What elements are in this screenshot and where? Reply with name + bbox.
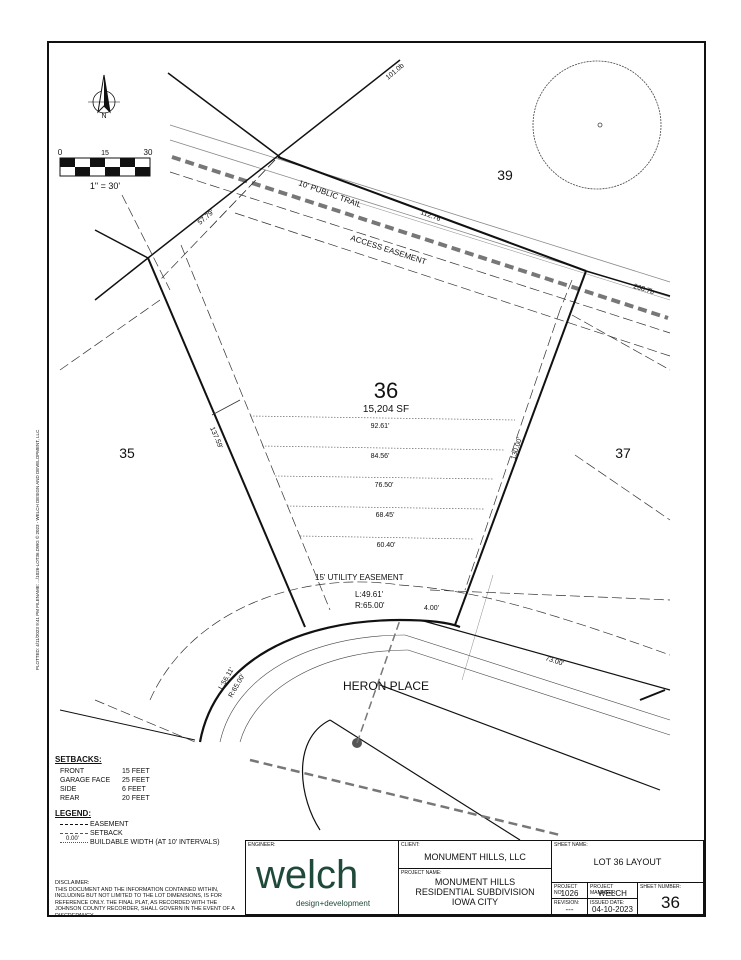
tree-canopy xyxy=(532,60,662,190)
scale-ratio: 1" = 30' xyxy=(90,181,120,191)
utility-easement-label: 15' UTILITY EASEMENT xyxy=(315,573,404,582)
setbacks-title: SETBACKS: xyxy=(55,755,102,764)
sheet-name: LOT 36 LAYOUT xyxy=(593,857,662,867)
project-line-2: RESIDENTIAL SUBDIVISION xyxy=(415,887,535,897)
dim-7300: 73.00' xyxy=(544,655,564,667)
buildable-width-4: 68.45' xyxy=(376,512,395,519)
project-cell: PROJECT NAME: MONUMENT HILLS RESIDENTIAL… xyxy=(399,869,552,915)
svg-text:15: 15 xyxy=(101,150,109,157)
dim-2687: 268.7b xyxy=(632,283,655,296)
svg-text:30: 30 xyxy=(144,148,153,157)
buildable-width-3: 76.50' xyxy=(375,482,394,489)
buildable-width-2: 84.56' xyxy=(371,453,390,460)
street-name: HERON PLACE xyxy=(343,679,429,693)
title-block: ENGINEER: welch design+development CLIEN… xyxy=(245,840,704,915)
disclaimer: DISCLAIMER: THIS DOCUMENT AND THE INFORM… xyxy=(55,880,235,919)
sheet-name-cell: SHEET NAME: LOT 36 LAYOUT xyxy=(552,841,704,883)
svg-text:0: 0 xyxy=(58,148,63,157)
lot-number: 36 xyxy=(374,378,398,403)
client-cell: CLIENT: MONUMENT HILLS, LLC xyxy=(399,841,552,869)
revision: --- xyxy=(565,905,574,914)
buildable-width-1: 92.61' xyxy=(371,423,390,430)
issued-date: 04-10-2023 xyxy=(592,905,633,914)
buildable-width-5: 60.40' xyxy=(377,542,396,549)
dim-11276: 112.76' xyxy=(419,209,442,223)
north-arrow-icon: N xyxy=(88,74,120,120)
engineer-cell: ENGINEER: welch design+development xyxy=(246,841,399,915)
sheet-border xyxy=(47,41,706,917)
lot-line-east xyxy=(454,270,587,626)
lot-line-northwest xyxy=(147,59,401,259)
street-curb-arc xyxy=(198,618,461,743)
lot-area: 15,204 SF xyxy=(363,404,409,415)
dim-400: 4.00' xyxy=(424,605,439,612)
plot-info: PLOTTED: 4/11/2023 9:41 PM FILENAME: ...… xyxy=(35,429,40,670)
sheet-number: 36 xyxy=(661,893,680,912)
lot-35-label: 35 xyxy=(119,445,135,461)
client-name: MONUMENT HILLS, LLC xyxy=(424,852,526,862)
access-easement-label: ACCESS EASEMENT xyxy=(349,233,427,266)
arc-radius: R:65.00' xyxy=(355,601,385,610)
legend-title: LEGEND: xyxy=(55,809,91,818)
arc-length: L:49.61' xyxy=(355,590,384,599)
lot-line-north xyxy=(277,156,587,272)
dim-13000: 130.00' xyxy=(510,437,524,461)
project-manager: WELCH xyxy=(598,889,627,898)
trail-label: 10' PUBLIC TRAIL xyxy=(297,178,363,209)
logo-tagline: design+development xyxy=(296,899,371,908)
utility-easement-arc xyxy=(149,581,671,701)
welch-logo: welch xyxy=(256,853,359,897)
dim-101: 101.0b xyxy=(385,62,406,81)
project-line-3: IOWA CITY xyxy=(451,897,499,907)
lot-line-west xyxy=(147,257,306,628)
lot-39-label: 39 xyxy=(497,167,513,183)
scale-bar: 0 15 30 1" = 30' xyxy=(58,148,153,191)
project-number: 1026 xyxy=(560,889,579,898)
project-line-1: MONUMENT HILLS xyxy=(434,877,516,887)
public-trail-line xyxy=(171,155,669,320)
lot-37-label: 37 xyxy=(615,445,631,461)
svg-text:N: N xyxy=(101,113,106,120)
